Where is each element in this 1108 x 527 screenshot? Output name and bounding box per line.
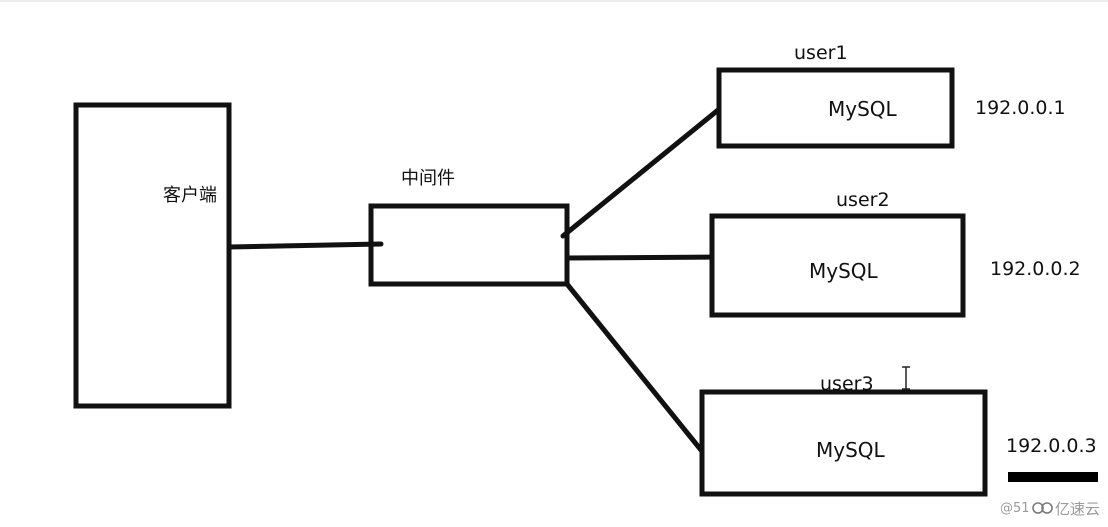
- db-node-1: user1 MySQL 192.0.0.1: [716, 42, 1066, 149]
- edge-middleware-db3: [564, 281, 704, 453]
- watermark: @51 亿速云: [1000, 500, 1100, 518]
- watermark-logo-icon: [1032, 502, 1053, 514]
- client-node: 客户端: [73, 102, 232, 409]
- client-box: [73, 102, 232, 409]
- middleware-node: 中间件: [368, 168, 570, 287]
- db1-user-label: user1: [794, 42, 848, 64]
- text-cursor-icon: [902, 366, 910, 390]
- db2-user-label: user2: [836, 189, 890, 211]
- db3-name: MySQL: [816, 438, 886, 462]
- db2-box: [709, 213, 966, 318]
- db2-name: MySQL: [809, 259, 879, 283]
- watermark-prefix: @51: [1000, 501, 1030, 516]
- db3-ip: 192.0.0.3: [1006, 435, 1097, 457]
- client-label: 客户端: [163, 185, 217, 206]
- db-node-3: user3 MySQL 192.0.0.3: [699, 373, 1097, 497]
- middleware-box: [368, 203, 570, 287]
- db2-ip: 192.0.0.2: [990, 258, 1081, 280]
- db1-ip: 192.0.0.1: [975, 97, 1066, 119]
- middleware-label: 中间件: [401, 168, 455, 189]
- db1-name: MySQL: [828, 97, 898, 121]
- db1-box: [716, 67, 955, 149]
- db3-box: [699, 389, 988, 497]
- edge-middleware-db2: [564, 254, 730, 261]
- edge-middleware-db1: [560, 103, 726, 239]
- connections: [226, 103, 730, 453]
- db-node-2: user2 MySQL 192.0.0.2: [709, 189, 1081, 318]
- redaction-bar: [1008, 472, 1098, 482]
- edge-client-middleware: [226, 241, 384, 250]
- watermark-brand: 亿速云: [1055, 500, 1100, 518]
